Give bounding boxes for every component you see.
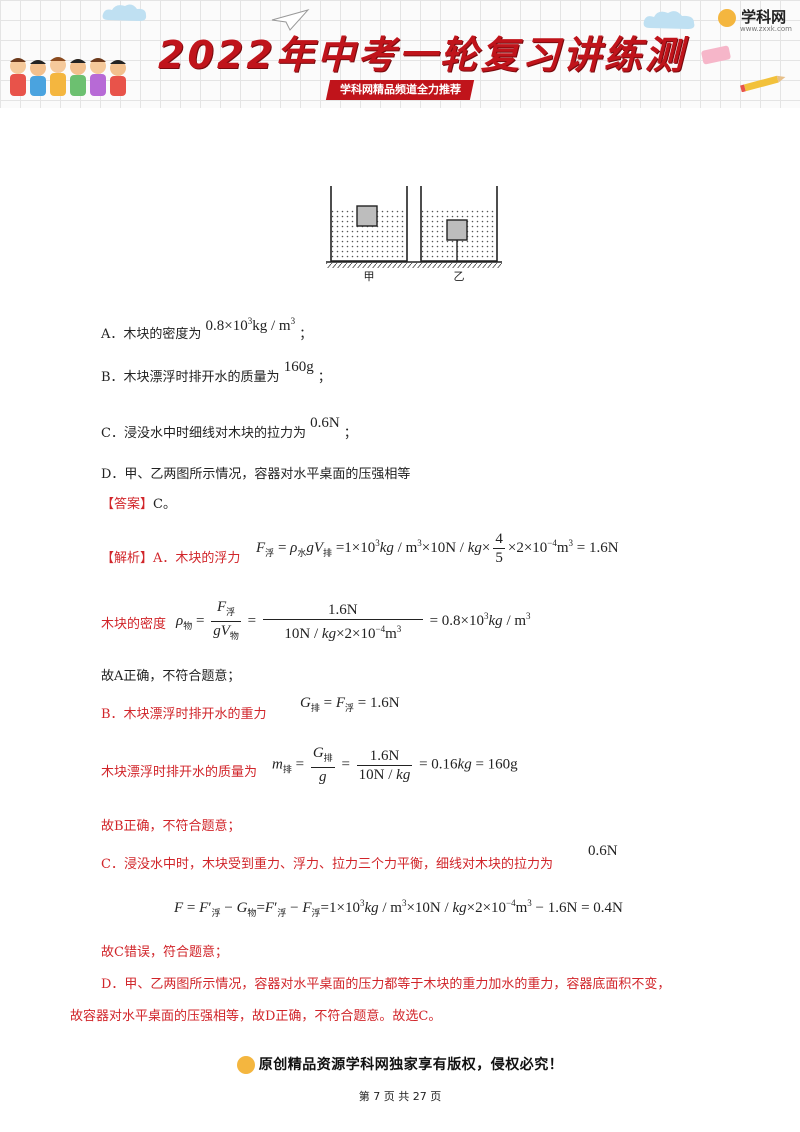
analysis-d-line1: D．甲、乙两图所示情况，容器对水平桌面的压力都等于木块的重力加水的重力，容器底面… xyxy=(101,977,671,992)
analysis-b-intro: B．木块漂浮时排开水的重力 xyxy=(101,707,267,722)
cloud-icon xyxy=(102,4,147,22)
conclude-c: 故C错误，符合题意； xyxy=(101,945,228,960)
analysis-c-value: 0.6N xyxy=(588,843,618,859)
option-c-math: 0.6N xyxy=(310,415,340,431)
conclude-a: 故A正确，不符合题意； xyxy=(101,669,241,684)
mascot-icon xyxy=(718,8,736,27)
footer: 原创精品资源学科网独家享有版权，侵权必究！ 第 7 页 共 27 页 xyxy=(0,1054,800,1103)
formula-gravity-displaced: G排 = F浮 = 1.6N xyxy=(300,695,400,713)
copyright-notice: 原创精品资源学科网独家享有版权，侵权必究！ xyxy=(258,1057,564,1073)
analysis-a-intro: 【解析】A．木块的浮力 xyxy=(101,551,241,566)
children-illustration xyxy=(10,57,126,96)
mascot-icon xyxy=(236,1055,255,1074)
paper-plane-icon xyxy=(271,9,310,31)
answer-line: 【答案】C。 xyxy=(101,496,176,514)
logo-text: 学科网 xyxy=(741,8,787,26)
option-a: A．木块的密度为 0.8×103kg / m3 ； xyxy=(101,316,313,342)
wood-block-left xyxy=(356,205,378,227)
mass-intro: 木块漂浮时排开水的质量为 xyxy=(101,765,258,780)
option-d: D．甲、乙两图所示情况，容器对水平桌面的压强相等 xyxy=(101,467,411,482)
label-jia: 甲 xyxy=(364,270,375,283)
option-b-math: 160g xyxy=(283,359,314,375)
page-number: 第 7 页 共 27 页 xyxy=(358,1090,442,1103)
pencil-icon xyxy=(740,75,786,92)
formula-tension: F = F′浮 − G物=F′浮 − F浮=1×103kg / m3×10N /… xyxy=(174,898,623,918)
site-logo: 学科网 www.zxxk.com xyxy=(718,6,792,33)
conclude-b: 故B正确，不符合题意； xyxy=(101,819,241,834)
eraser-icon xyxy=(701,45,731,65)
header-banner: 2022年中考一轮复习讲练测 学科网精品频道全力推荐 学科网 www.zxxk.… xyxy=(0,0,800,108)
banner-subtitle: 学科网精品频道全力推荐 xyxy=(325,80,475,100)
label-yi: 乙 xyxy=(454,270,465,283)
answer-value: C。 xyxy=(153,497,176,512)
container-figure: 甲 乙 xyxy=(326,186,502,283)
analysis-c-intro: C．浸没水中时，木块受到重力、浮力、拉力三个力平衡，细线对木块的拉力为 xyxy=(101,857,553,872)
logo-url: www.zxxk.com xyxy=(740,25,792,33)
container-left xyxy=(330,186,408,262)
table-hatching xyxy=(326,263,502,268)
option-c: C．浸没水中时细线对木块的拉力为 0.6N ； xyxy=(101,415,357,441)
container-right xyxy=(420,186,498,262)
wood-block-right xyxy=(446,219,468,241)
answer-tag: 【答案】 xyxy=(101,497,154,512)
analysis-d-line2: 故容器对水平桌面的压强相等，故D正确，不符合题意。故选C。 xyxy=(70,1009,442,1024)
option-a-math: 0.8×103kg / m3 xyxy=(205,316,296,334)
density-intro: 木块的密度 xyxy=(101,617,167,632)
option-b: B．木块漂浮时排开水的质量为 160g ； xyxy=(101,359,331,385)
cloud-icon xyxy=(643,11,695,29)
banner-title: 2022年中考一轮复习讲练测 xyxy=(158,33,686,77)
